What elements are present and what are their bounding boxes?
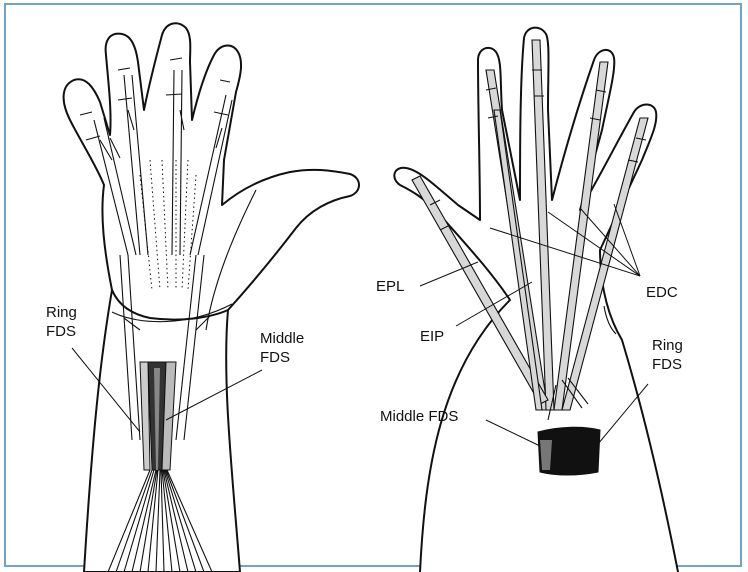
edc-label: EDC [646,284,678,301]
left-middle-fds-label-line2: FDS [260,349,290,366]
right-hand-dorsal: EPL EIP EDC Middle FDS Ring FDS [376,28,683,572]
right-ring-fds-label-line1: Ring [652,337,683,354]
right-ring-fds-label-line2: FDS [652,356,682,373]
eip-label: EIP [420,328,444,345]
left-middle-fds-label-line1: Middle [260,330,304,347]
edc-leader-4 [614,204,640,276]
left-fds-muscles [140,362,176,470]
left-ring-fds-label-line2: FDS [46,323,76,340]
right-muscle-block [538,427,600,475]
left-hand-palmar: Ring FDS Middle FDS [46,23,359,572]
epl-label: EPL [376,278,404,295]
left-hand-outline [64,23,359,319]
right-middle-fds-label: Middle FDS [380,408,458,425]
left-ring-fds-label-line1: Ring [46,304,77,321]
